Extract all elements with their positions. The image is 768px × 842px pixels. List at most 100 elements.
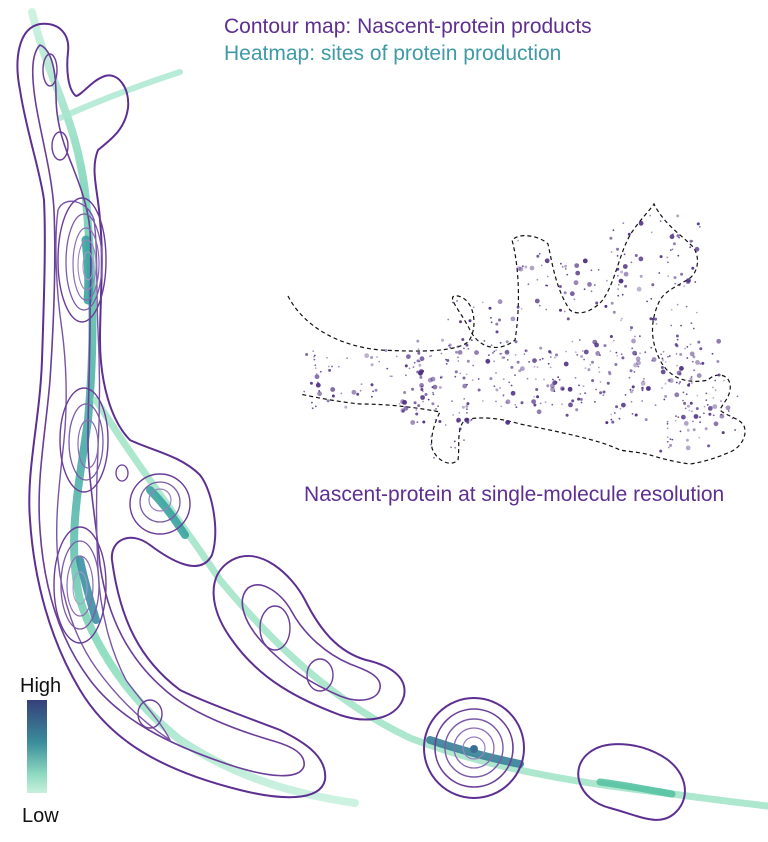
molecule-dot xyxy=(516,266,522,271)
molecule-dot xyxy=(696,373,702,378)
contour-small-upper xyxy=(42,53,58,87)
molecule-dot xyxy=(666,436,669,439)
molecule-dot xyxy=(553,390,556,393)
molecule-dot xyxy=(629,390,633,394)
molecule-dot xyxy=(678,382,681,385)
molecule-dot xyxy=(629,329,632,331)
molecule-dot xyxy=(691,410,693,413)
contour-top-ring-2 xyxy=(65,213,103,311)
molecule-dot xyxy=(602,394,605,396)
molecule-dot xyxy=(677,416,680,418)
molecule-dot xyxy=(695,311,698,314)
molecule-dot xyxy=(314,405,317,408)
molecule-dot xyxy=(669,443,673,447)
molecule-dot xyxy=(538,304,541,307)
molecule-dot xyxy=(682,391,685,394)
molecule-dot xyxy=(679,381,681,383)
molecule-dot xyxy=(725,405,731,411)
molecule-dot xyxy=(554,380,558,384)
molecule-dot xyxy=(579,397,583,401)
molecule-dot xyxy=(659,255,663,259)
molecule-dot xyxy=(571,399,575,403)
molecule-dot xyxy=(457,350,463,355)
molecule-dot xyxy=(672,242,676,246)
molecule-dot xyxy=(455,350,458,354)
contour-mid-blob-3 xyxy=(148,488,172,512)
molecule-dot xyxy=(543,378,545,381)
molecule-dot xyxy=(669,234,675,240)
molecule-dot xyxy=(680,324,682,327)
molecule-dot xyxy=(714,389,717,391)
molecule-dot xyxy=(604,304,608,308)
molecule-dot xyxy=(539,402,542,405)
molecule-dot xyxy=(639,352,641,355)
molecule-dot xyxy=(641,400,644,402)
heatmap-long-arc xyxy=(92,396,768,810)
molecule-dot xyxy=(502,378,505,381)
molecule-dot xyxy=(573,280,579,286)
molecule-dot xyxy=(683,421,689,426)
molecule-dot xyxy=(583,349,589,355)
molecule-dot xyxy=(661,387,663,389)
molecule-dot xyxy=(406,354,411,359)
molecule-dot xyxy=(705,399,708,401)
molecule-dot xyxy=(514,340,518,344)
molecule-dot xyxy=(454,375,457,378)
molecule-dot xyxy=(564,268,567,270)
molecule-dot xyxy=(580,355,584,358)
molecule-dot xyxy=(466,383,468,386)
contour-branch-spot-1 xyxy=(259,605,291,651)
molecule-dot xyxy=(539,346,543,350)
molecule-dot xyxy=(666,422,669,425)
molecule-dot xyxy=(531,399,536,404)
molecule-dot xyxy=(566,317,570,321)
molecule-dot xyxy=(711,352,714,355)
molecule-dot xyxy=(438,420,442,423)
molecule-dot xyxy=(630,261,633,264)
molecule-dot xyxy=(510,390,516,396)
molecule-dot xyxy=(495,330,499,334)
molecule-dot xyxy=(595,388,597,391)
molecule-dot xyxy=(446,359,450,362)
molecule-dot xyxy=(372,390,374,393)
molecule-dot xyxy=(675,381,678,384)
molecule-dot xyxy=(429,355,431,358)
molecule-dot xyxy=(565,413,569,417)
molecule-dot xyxy=(576,354,579,356)
molecule-dot xyxy=(720,400,722,402)
molecule-dot xyxy=(634,335,636,338)
molecule-dot xyxy=(384,349,388,352)
molecule-dot xyxy=(642,380,645,383)
molecule-dot xyxy=(432,393,435,396)
molecule-dot xyxy=(727,410,730,412)
molecule-dot xyxy=(713,421,719,427)
molecule-dot xyxy=(545,308,548,311)
molecule-dot xyxy=(627,232,631,236)
molecule-dot xyxy=(694,281,697,283)
molecule-dot xyxy=(584,392,586,394)
molecule-dot xyxy=(466,412,468,414)
molecule-dot xyxy=(415,412,419,416)
molecule-dot xyxy=(660,366,664,369)
molecule-dot xyxy=(683,401,687,405)
molecule-dot xyxy=(721,431,725,435)
molecule-dot xyxy=(415,409,418,411)
molecule-dot xyxy=(622,222,625,225)
molecule-dot xyxy=(679,353,683,356)
molecule-dot xyxy=(674,419,677,422)
heatmap-hotspot-far xyxy=(596,778,676,798)
molecule-dot xyxy=(546,284,548,287)
molecule-dot xyxy=(481,301,484,304)
molecule-dot xyxy=(609,335,613,338)
molecule-dot xyxy=(723,379,725,382)
molecule-dot xyxy=(408,367,411,370)
molecule-dot xyxy=(390,375,393,378)
molecule-dot xyxy=(468,319,472,323)
molecule-dot xyxy=(547,362,550,365)
molecule-dot xyxy=(619,407,622,410)
molecule-dot xyxy=(461,314,463,317)
molecule-dot xyxy=(500,405,503,408)
molecule-dot xyxy=(654,404,657,407)
heatmap-hotspot-mid xyxy=(146,486,189,539)
molecule-dot xyxy=(674,392,680,398)
